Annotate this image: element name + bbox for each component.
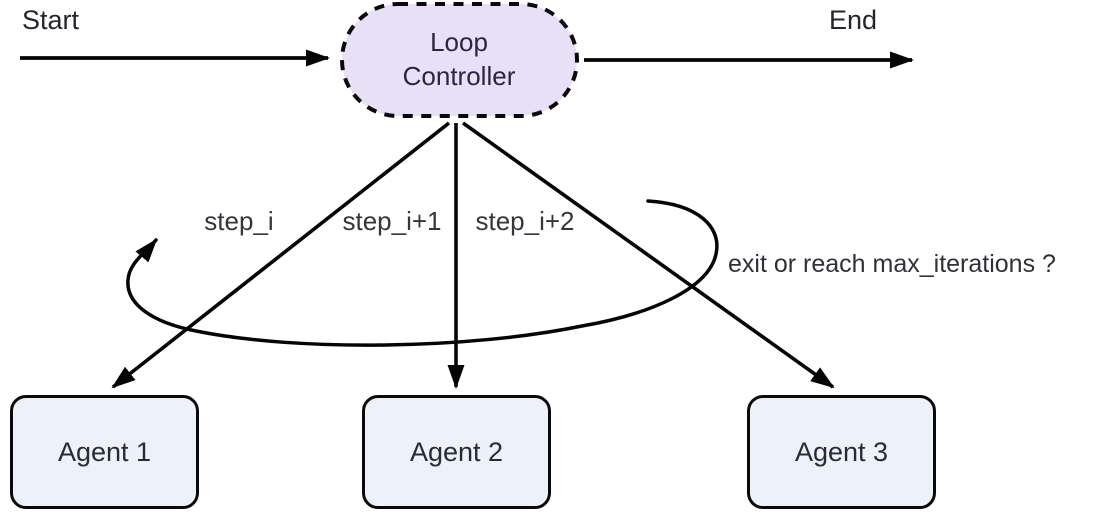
agent3-label: Agent 3 <box>794 436 889 467</box>
end-label: End <box>829 5 878 35</box>
controller-to-agent3-arrow <box>461 121 835 389</box>
agent2-label: Agent 2 <box>409 436 504 467</box>
agent1-label: Agent 1 <box>57 436 152 467</box>
loop-controller-node: Loop Controller <box>338 2 580 118</box>
agent1-node: Agent 1 <box>10 395 199 509</box>
loop-controller-shape <box>340 2 579 118</box>
agent3-node: Agent 3 <box>747 395 936 509</box>
loop-back-arrow <box>126 199 719 347</box>
controller-to-agent1-arrow <box>111 121 451 389</box>
edge-label-step-i-plus-2: step_i+2 <box>475 206 575 236</box>
loop-condition-label: exit or reach max_iterations ? <box>728 250 1056 278</box>
agent2-node: Agent 2 <box>362 395 551 509</box>
loop-controller-label: Loop Controller <box>402 27 516 91</box>
edge-label-step-i-plus-1: step_i+1 <box>342 206 442 236</box>
start-label: Start <box>22 5 80 35</box>
edge-label-step-i: step_i <box>204 206 274 236</box>
